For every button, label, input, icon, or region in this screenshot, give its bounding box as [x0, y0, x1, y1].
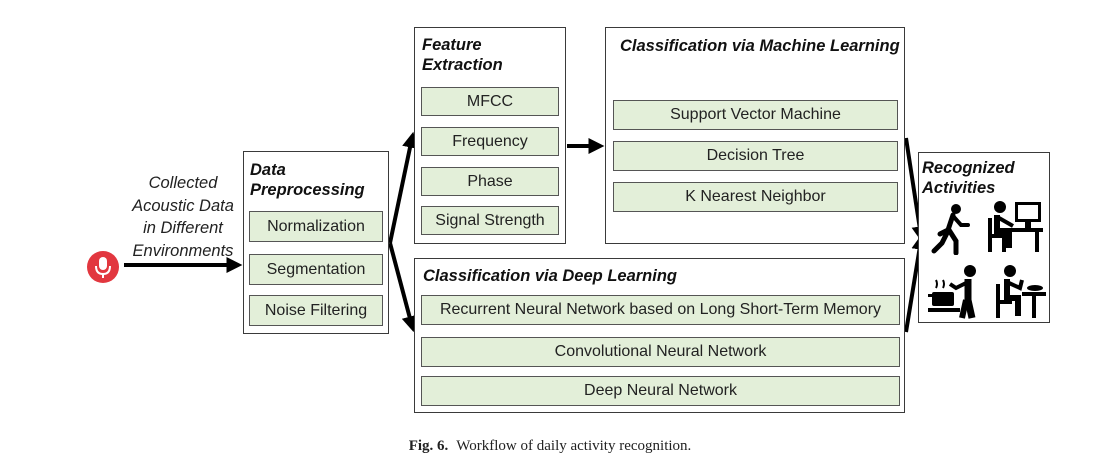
activities-title: Recognized Activities — [922, 158, 1015, 198]
figure-caption-text: Workflow of daily activity recognition. — [456, 438, 692, 454]
input-label-line: in Different — [143, 219, 223, 237]
dl-item-dnn: Deep Neural Network — [421, 376, 900, 406]
dl-title: Classification via Deep Learning — [423, 267, 677, 285]
activities-title-line: Recognized — [922, 159, 1015, 177]
feature-extraction-title-line: Extraction — [422, 56, 503, 74]
preprocessing-panel: Data Preprocessing Normalization Segment… — [243, 151, 389, 334]
ml-item-knn: K Nearest Neighbor — [613, 182, 898, 212]
preprocessing-item-noise-filtering: Noise Filtering — [249, 295, 383, 326]
figure-caption: Fig. 6. Workflow of daily activity recogn… — [0, 438, 1100, 455]
preprocessing-title-line: Data — [250, 161, 286, 179]
preprocessing-item-segmentation: Segmentation — [249, 254, 383, 285]
person-cooking-icon — [926, 264, 986, 320]
dl-panel: Classification via Deep Learning Recurre… — [414, 258, 905, 413]
feature-extraction-panel: Feature Extraction MFCC Frequency Phase … — [414, 27, 566, 244]
preprocessing-item-normalization: Normalization — [249, 211, 383, 242]
input-label: Collected Acoustic Data in Different Env… — [128, 172, 238, 262]
feature-extraction-title-line: Feature — [422, 36, 482, 54]
activities-title-line: Activities — [922, 179, 996, 197]
preprocessing-title: Data Preprocessing — [250, 160, 365, 200]
preprocessing-title-line: Preprocessing — [250, 181, 365, 199]
person-at-computer-icon — [985, 198, 1045, 254]
ml-title: Classification via Machine Learning — [620, 37, 900, 55]
feature-item-mfcc: MFCC — [421, 87, 559, 116]
microphone-icon — [86, 250, 120, 284]
arrow-preprocessing-to-dl — [388, 242, 418, 333]
arrow-preprocessing-to-features — [388, 131, 418, 244]
figure-caption-label: Fig. 6. — [408, 438, 449, 454]
ml-item-decision-tree: Decision Tree — [613, 141, 898, 171]
dl-item-rnn-lstm: Recurrent Neural Network based on Long S… — [421, 295, 900, 325]
person-eating-icon — [988, 264, 1048, 320]
feature-extraction-title: Feature Extraction — [422, 35, 503, 75]
walking-person-icon — [928, 203, 976, 256]
feature-item-frequency: Frequency — [421, 127, 559, 156]
input-label-line: Collected — [148, 174, 218, 192]
feature-item-signal-strength: Signal Strength — [421, 206, 559, 235]
ml-panel: Classification via Machine Learning Supp… — [605, 27, 905, 244]
input-label-line: Environments — [132, 241, 234, 260]
input-label-line: Acoustic Data — [132, 196, 234, 215]
dl-item-cnn: Convolutional Neural Network — [421, 337, 900, 367]
ml-item-svm: Support Vector Machine — [613, 100, 898, 130]
feature-item-phase: Phase — [421, 167, 559, 196]
